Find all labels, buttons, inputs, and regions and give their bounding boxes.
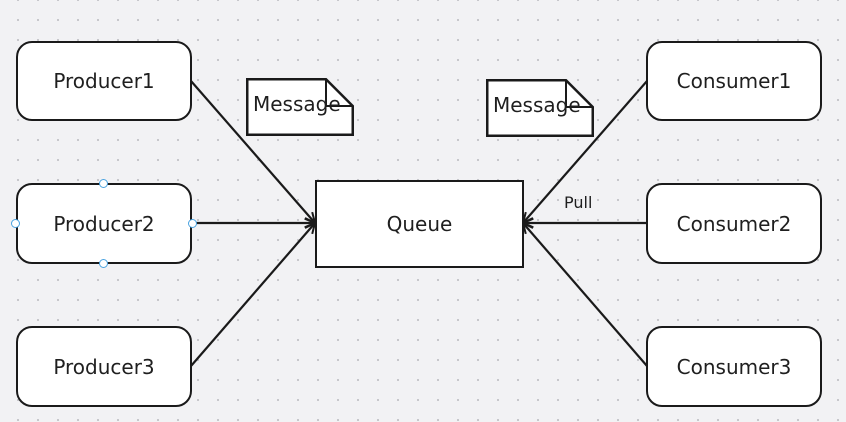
queue-label: Queue — [386, 212, 453, 236]
note-shape-icon — [246, 78, 354, 136]
message-note-left[interactable]: Message — [246, 78, 354, 136]
consumer2-node[interactable]: Consumer2 — [646, 183, 822, 264]
producer1-node[interactable]: Producer1 — [16, 41, 192, 121]
selection-handle-top[interactable] — [99, 179, 108, 188]
edge-producer1-queue[interactable] — [190, 80, 315, 223]
queue-node[interactable]: Queue — [315, 180, 524, 268]
producer2-node[interactable]: Producer2 — [16, 183, 192, 264]
consumer2-label: Consumer2 — [676, 211, 792, 236]
producer1-label: Producer1 — [53, 69, 155, 93]
pull-edge-label: Pull — [564, 193, 593, 212]
consumer3-node[interactable]: Consumer3 — [646, 326, 822, 407]
selection-handle-left[interactable] — [11, 219, 20, 228]
consumer1-node[interactable]: Consumer1 — [646, 41, 822, 121]
note-shape-icon — [486, 79, 594, 137]
edge-consumer1-queue[interactable] — [523, 80, 648, 223]
producer3-label: Producer3 — [53, 354, 155, 379]
edge-consumer3-queue[interactable] — [523, 223, 648, 367]
producer3-node[interactable]: Producer3 — [16, 326, 192, 407]
consumer3-label: Consumer3 — [676, 354, 792, 379]
selection-handle-bottom[interactable] — [99, 259, 108, 268]
selection-handle-right[interactable] — [188, 219, 197, 228]
consumer1-label: Consumer1 — [676, 69, 792, 93]
message-note-left-label: Message — [253, 92, 341, 116]
edge-producer3-queue[interactable] — [190, 223, 315, 367]
message-note-right[interactable]: Message — [486, 79, 594, 137]
message-note-right-label: Message — [493, 93, 581, 117]
producer2-label: Producer2 — [53, 211, 155, 236]
